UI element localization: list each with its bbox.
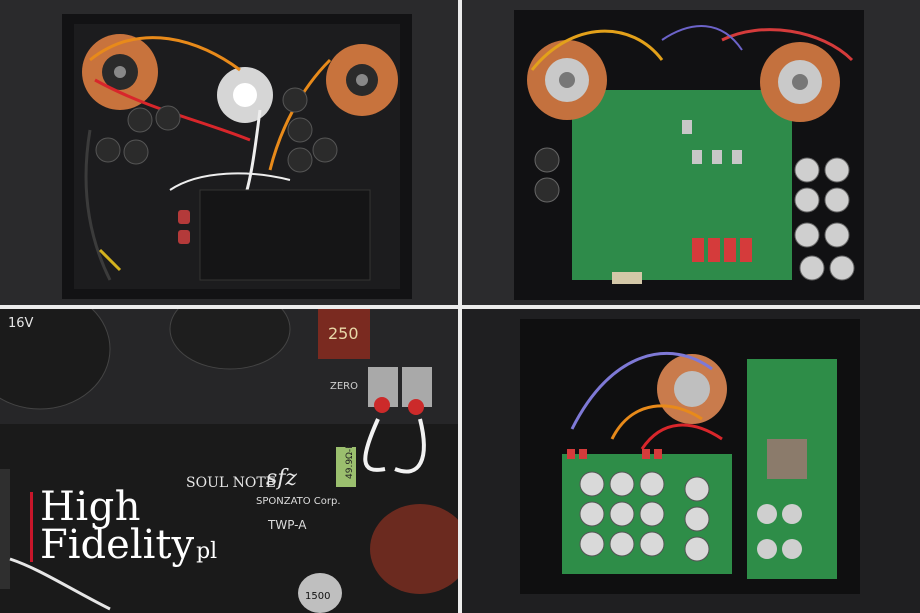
toroidal-transformer-right [760, 42, 840, 122]
toroidal-transformer-right [326, 44, 398, 116]
power-supply-bottom-right [462, 309, 920, 613]
chassis-interior-top-left-photo [0, 0, 458, 305]
sfz-logo-text: sfz [266, 466, 297, 491]
resistor-value-text: 49.9Ω-F [345, 444, 355, 479]
sponzato-text: SPONZATO Corp. [256, 496, 341, 507]
chassis-interior-top-left [0, 0, 458, 305]
brand-logo-text: SOUL NOTE [186, 475, 276, 491]
cap-value-text: 250 [328, 324, 359, 343]
chassis-interior-top-right-photo [462, 0, 920, 305]
zero-text: ZERO [330, 381, 358, 392]
toroidal-transformer-left [527, 40, 607, 120]
cap-voltage-text: 16V [8, 316, 34, 331]
toroidal-transformer-left [82, 34, 158, 110]
chassis-interior-top-right [462, 0, 920, 305]
model-text: TWP-A [267, 518, 307, 532]
cap-value-text-2: 1500 [305, 591, 330, 602]
power-supply-bottom-right-photo [462, 309, 920, 613]
pcb-closeup-bottom-left-photo: 250 16V ZERO 49.9Ω-F SOUL NOTE sfz SPONZ… [0, 309, 458, 613]
pcb-closeup-bottom-left: 250 16V ZERO 49.9Ω-F SOUL NOTE sfz SPONZ… [0, 309, 458, 613]
